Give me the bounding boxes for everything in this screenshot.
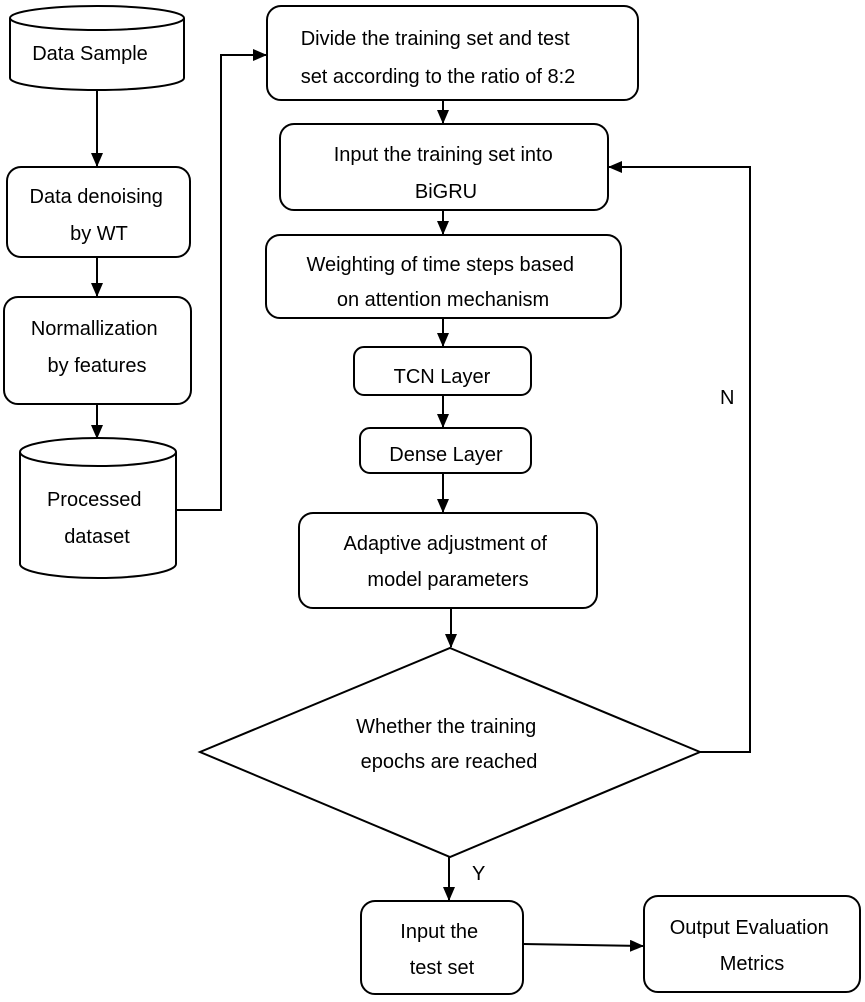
data-denoising-label: Data denoising by WT <box>30 186 169 245</box>
edge-test-to-output <box>522 939 644 952</box>
divide-dataset-node: Divide the training set and test set acc… <box>266 5 639 101</box>
input-training-node: Input the training set into BiGRU <box>279 123 609 211</box>
attention-weighting-label: Weighting of time steps based on attenti… <box>306 254 579 311</box>
input-training-label: Input the training set into BiGRU <box>334 144 559 203</box>
divide-dataset-label: Divide the training set and test set acc… <box>301 28 576 88</box>
data-sample-node: Data Sample <box>9 5 185 91</box>
data-sample-label: Data Sample <box>32 43 148 65</box>
tcn-layer-label: TCN Layer <box>394 366 491 388</box>
edge-label-no: N <box>720 387 734 409</box>
adaptive-adjustment-node: Adaptive adjustment of model parameters <box>298 512 598 609</box>
edge-decision-no-loop <box>608 161 751 753</box>
dense-layer-node: Dense Layer <box>359 427 532 474</box>
adaptive-adjustment-label: Adaptive adjustment of model parameters <box>343 533 552 591</box>
edge-label-yes: Y <box>472 863 485 885</box>
input-test-node: Input the test set <box>360 900 524 995</box>
dense-layer-label: Dense Layer <box>389 444 503 466</box>
normalization-node: Normallization by features <box>3 296 192 405</box>
normalization-label: Normallization by features <box>31 318 163 377</box>
output-metrics-label: Output Evaluation Metrics <box>670 917 835 975</box>
epochs-decision-label: Whether the training epochs are reached <box>356 716 542 773</box>
attention-weighting-node: Weighting of time steps based on attenti… <box>265 234 622 319</box>
output-metrics-node: Output Evaluation Metrics <box>643 895 861 993</box>
data-denoising-node: Data denoising by WT <box>6 166 191 258</box>
edge-processed-to-divide <box>176 49 267 511</box>
input-test-label: Input the test set <box>400 921 483 979</box>
processed-dataset-label: Processed dataset <box>47 489 147 548</box>
epochs-decision-node: Whether the training epochs are reached <box>197 646 703 859</box>
tcn-layer-node: TCN Layer <box>353 346 532 396</box>
processed-dataset-node: Processed dataset <box>19 437 177 579</box>
